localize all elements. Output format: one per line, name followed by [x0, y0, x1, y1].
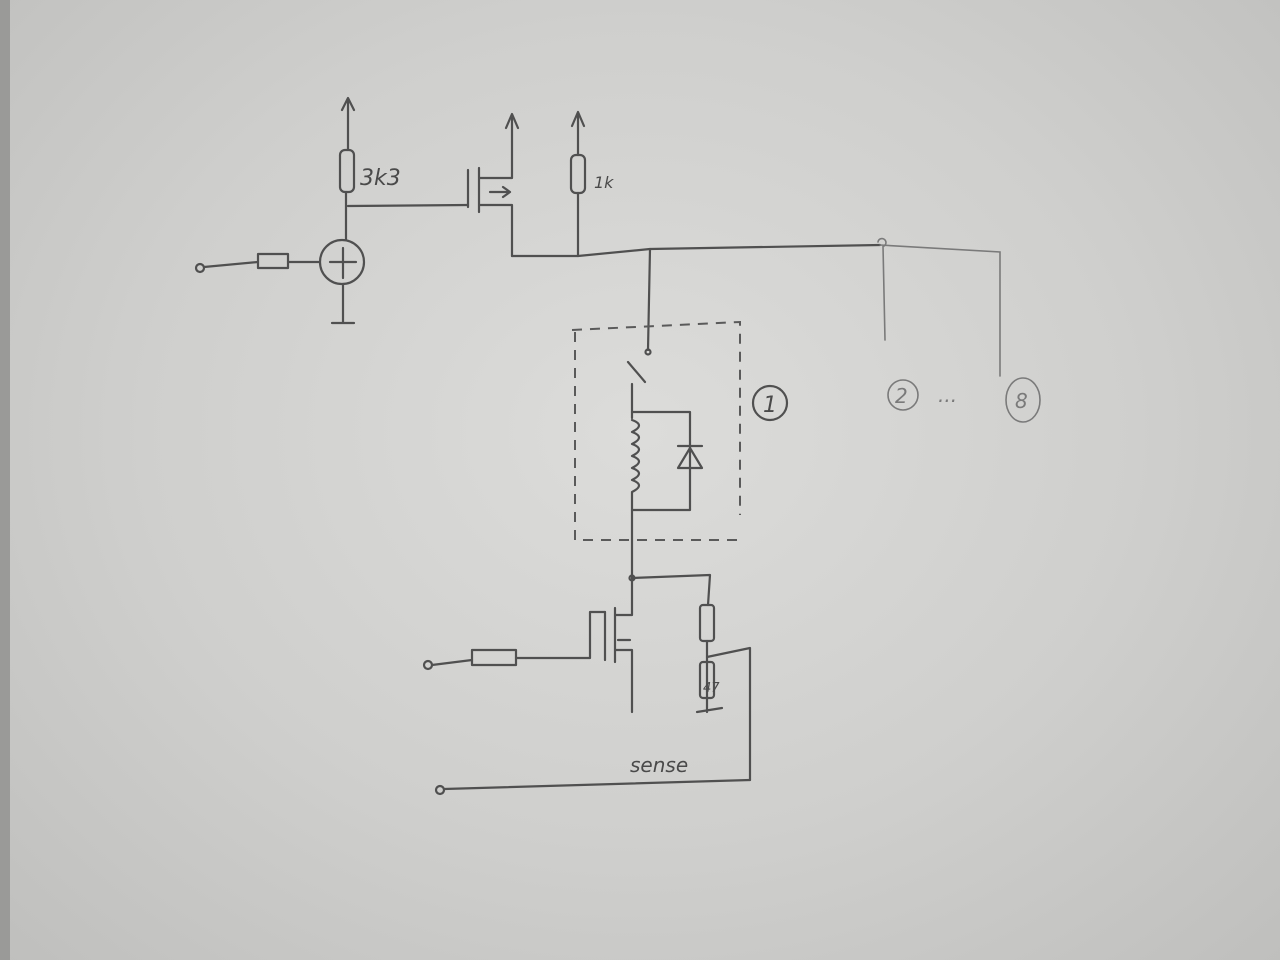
- sense-terminal: [434, 784, 446, 796]
- flyback-diode: [676, 444, 704, 470]
- relay-coil: [630, 418, 641, 580]
- relay-switch: [626, 360, 647, 384]
- load-resistor: [698, 603, 716, 643]
- channel-circle-1: [751, 384, 789, 422]
- bus-wire: [510, 243, 882, 258]
- switch-contact: [644, 348, 652, 356]
- low-side-mosfet: [603, 576, 634, 714]
- input-terminal: [194, 262, 206, 274]
- label-3k3: 3k3: [360, 166, 401, 191]
- label-1k: 1k: [594, 173, 614, 192]
- channel-label-2: 2: [895, 384, 908, 408]
- sense-resistor-ground: [695, 655, 724, 714]
- input-wire: [202, 260, 322, 269]
- paper-edge: [0, 0, 10, 960]
- low-side-driver: 47 sense: [422, 573, 752, 796]
- channel-circle-8: [1005, 377, 1041, 423]
- wire: [646, 247, 652, 352]
- ground-icon: [330, 282, 356, 325]
- gate-input-wire: [430, 610, 607, 667]
- gate-wire: [346, 203, 470, 208]
- channel-circle-2: [887, 379, 919, 411]
- gate-resistor: [470, 648, 518, 667]
- channel-label-8: 8: [1015, 389, 1028, 413]
- mosfet-symbol: [466, 116, 514, 258]
- plus-sign: [328, 246, 358, 280]
- channel-label-1: 1: [763, 393, 777, 418]
- bus-continuation: [877, 237, 1001, 377]
- channel-1: 1: [571, 247, 789, 580]
- ellipsis: ...: [938, 383, 957, 407]
- sense-wire: [705, 639, 752, 782]
- label-sense: sense: [630, 753, 688, 777]
- bus-resistor-1k: 1k: [569, 110, 614, 258]
- high-side-mosfet: [466, 112, 520, 258]
- pullup-3k3: 3k3: [338, 96, 401, 242]
- input-stage: [194, 238, 366, 325]
- resistor-1k: [569, 153, 587, 195]
- input-resistor: [256, 252, 290, 270]
- vcc-arrow-icon: [340, 96, 356, 152]
- wire: [630, 573, 712, 607]
- resistor-3k3: [338, 148, 356, 194]
- supply-arrow-icon: [570, 110, 586, 157]
- supply-arrow-icon: [504, 112, 520, 130]
- gate-input-terminal: [422, 659, 434, 671]
- label-47: 47: [703, 681, 720, 696]
- sense-resistor: [698, 660, 716, 700]
- diode-wire: [630, 410, 692, 512]
- sense-line: [442, 778, 752, 791]
- relay-dashed-box: [571, 320, 741, 541]
